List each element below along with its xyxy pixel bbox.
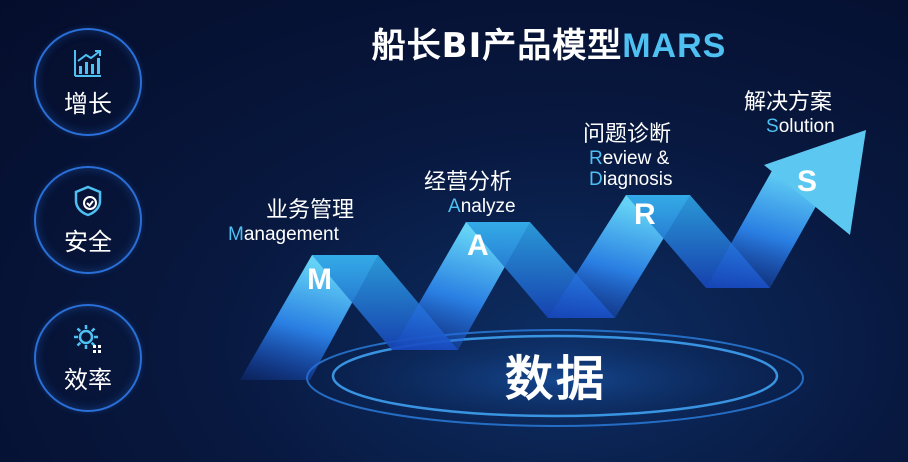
stage-r-en-rest: eview &	[602, 148, 670, 169]
title-highlight: MARS	[622, 27, 727, 65]
growth-chart-icon	[74, 49, 101, 77]
stage-r-en-initial: R	[589, 148, 603, 169]
stage-a-caption: 经营分析 Analyze	[420, 164, 516, 217]
base-ring-inner	[331, 334, 779, 418]
stage-a-zh: 经营分析	[424, 170, 513, 195]
stage-s-en: Solution	[766, 116, 835, 137]
badge-security: 安全	[34, 166, 142, 274]
stage-d-en-rest: iagnosis	[602, 169, 673, 190]
page-title: 船长BI产品模型MARS	[0, 18, 908, 67]
stage-s-en-rest: olution	[778, 116, 835, 137]
stage-m-en-initial: M	[228, 224, 244, 245]
gear-efficiency-icon	[74, 324, 101, 353]
badge-growth: 增长	[34, 28, 142, 136]
badge-growth-label: 增长	[64, 89, 112, 118]
badge-efficiency: 效率	[34, 304, 142, 412]
stage-d-en-initial: D	[589, 169, 603, 190]
stage-r-caption: 问题诊断 Review & Diagnosis	[583, 116, 672, 190]
stage-m-en: Management	[228, 224, 354, 245]
base-data-label: 数据	[505, 351, 608, 407]
stage-r-en-line1: Review &	[589, 148, 672, 169]
badge-efficiency-label: 效率	[64, 365, 112, 394]
stage-s-letter: S	[797, 165, 818, 198]
stage-m-zh: 业务管理	[266, 198, 355, 223]
stage-r-letter: R	[634, 198, 656, 231]
stage-a-en-initial: A	[448, 196, 461, 217]
stage-a-en: Analyze	[448, 196, 516, 217]
stage-m-letter: M	[307, 263, 332, 296]
shield-check-icon	[74, 185, 102, 216]
title-text: 船长BI产品模型	[371, 26, 623, 66]
stage-m-caption: 业务管理 Management	[228, 192, 354, 245]
stage-a-en-rest: nalyze	[460, 196, 516, 217]
stage-a-letter: A	[467, 229, 489, 262]
stage-s-en-initial: S	[766, 116, 779, 137]
badge-security-label: 安全	[64, 227, 112, 256]
stage-m-en-rest: anagement	[243, 224, 339, 245]
arrowhead	[764, 130, 866, 235]
stage-r-en-line2: Diagnosis	[589, 169, 672, 190]
stage-s-caption: 解决方案 Solution	[744, 84, 835, 137]
stage-r-zh: 问题诊断	[583, 122, 672, 147]
stage-s-zh: 解决方案	[744, 90, 833, 115]
